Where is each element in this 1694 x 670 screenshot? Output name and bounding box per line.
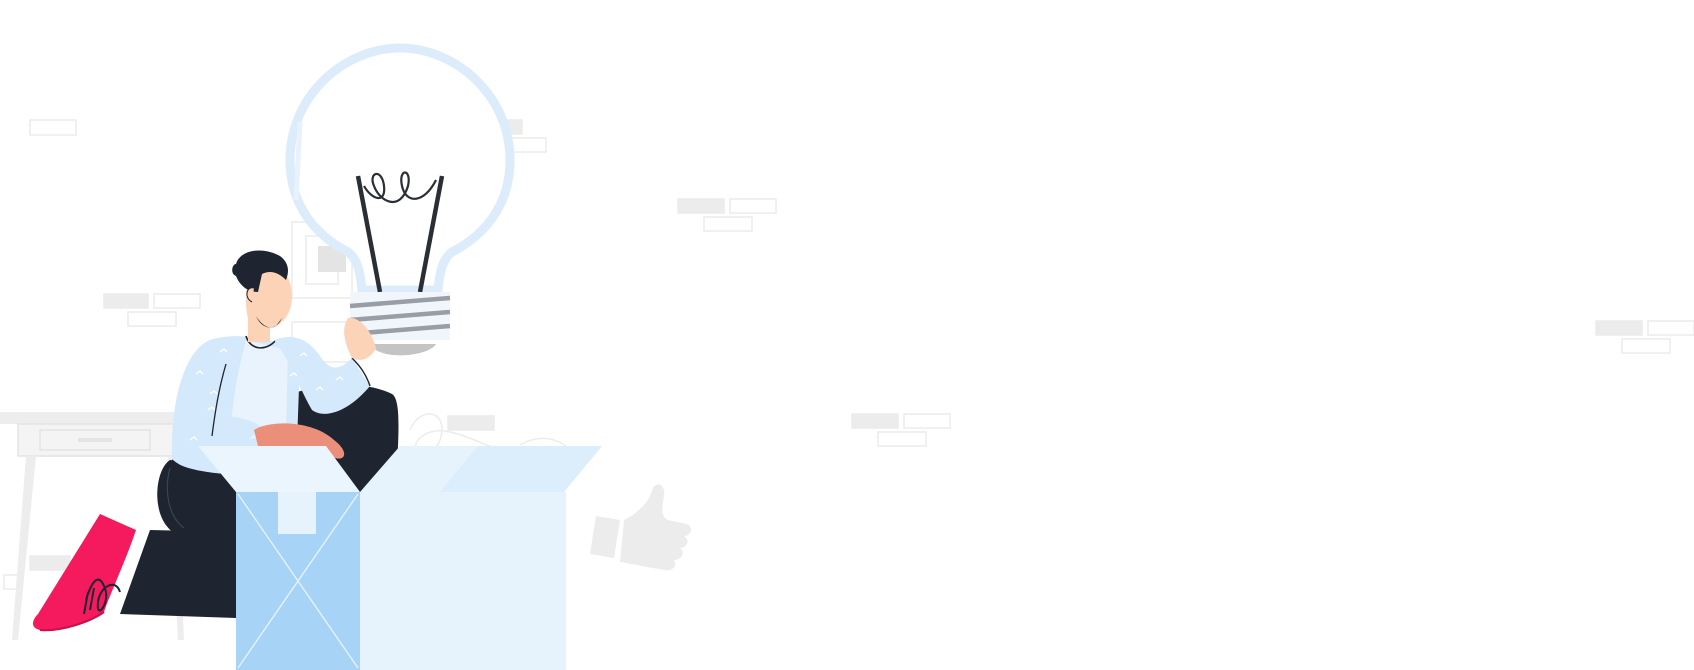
lightbulb-icon <box>285 43 515 356</box>
sweater-arm <box>274 337 370 414</box>
desk-leg <box>12 456 36 640</box>
filament-coil <box>363 171 437 204</box>
person <box>33 250 399 632</box>
beard <box>256 316 282 328</box>
pants-crease <box>166 467 185 529</box>
pants-front <box>120 530 236 618</box>
filament-wire <box>417 175 445 293</box>
bg-rect <box>29 119 77 136</box>
box-flap-right <box>440 446 602 492</box>
box-flap-left <box>198 446 360 492</box>
thumb-cuff <box>590 516 620 558</box>
bg-rect <box>1647 320 1694 336</box>
bulb-glass <box>285 43 515 295</box>
bg-rect <box>703 216 753 232</box>
box-icon <box>198 446 602 670</box>
thumbs-up-icon <box>590 484 692 571</box>
bg-rect <box>1595 320 1643 336</box>
bg-rect <box>103 293 149 309</box>
ear <box>246 287 255 303</box>
box-side <box>360 492 566 670</box>
hand-holding-bulb <box>344 317 376 360</box>
thumb-hand <box>620 484 692 571</box>
filament-wire <box>355 175 383 293</box>
bg-rect <box>729 198 777 214</box>
bulb-tip <box>370 344 436 356</box>
bg-rect <box>153 293 201 309</box>
bg-rect <box>677 198 725 214</box>
bg-rect <box>1621 338 1671 354</box>
bg-rect <box>903 413 951 429</box>
collar <box>245 335 277 349</box>
box-front-cross <box>237 493 359 669</box>
bg-rect <box>447 415 495 431</box>
background-decoration <box>3 119 1694 590</box>
bg-rect <box>29 555 71 571</box>
desk-drawer-front <box>39 429 151 451</box>
bg-squiggle <box>519 437 567 447</box>
desk-top <box>0 412 200 424</box>
sweater-pattern <box>189 348 344 441</box>
shoe-sole <box>39 611 105 632</box>
undershirt <box>230 340 288 440</box>
shoelace <box>83 578 121 615</box>
sweater-outline <box>211 363 227 437</box>
pants-back <box>157 460 236 536</box>
sweater-arm-lower <box>176 414 262 446</box>
box-tape <box>278 492 316 534</box>
cuff-line <box>351 357 371 387</box>
bg-rect <box>851 413 899 429</box>
shoe <box>33 514 136 631</box>
bulb-highlight <box>293 121 303 201</box>
hair <box>232 250 288 292</box>
desk-drawer-handle <box>78 438 112 442</box>
bg-rect <box>877 431 927 447</box>
bg-rect <box>127 311 177 327</box>
